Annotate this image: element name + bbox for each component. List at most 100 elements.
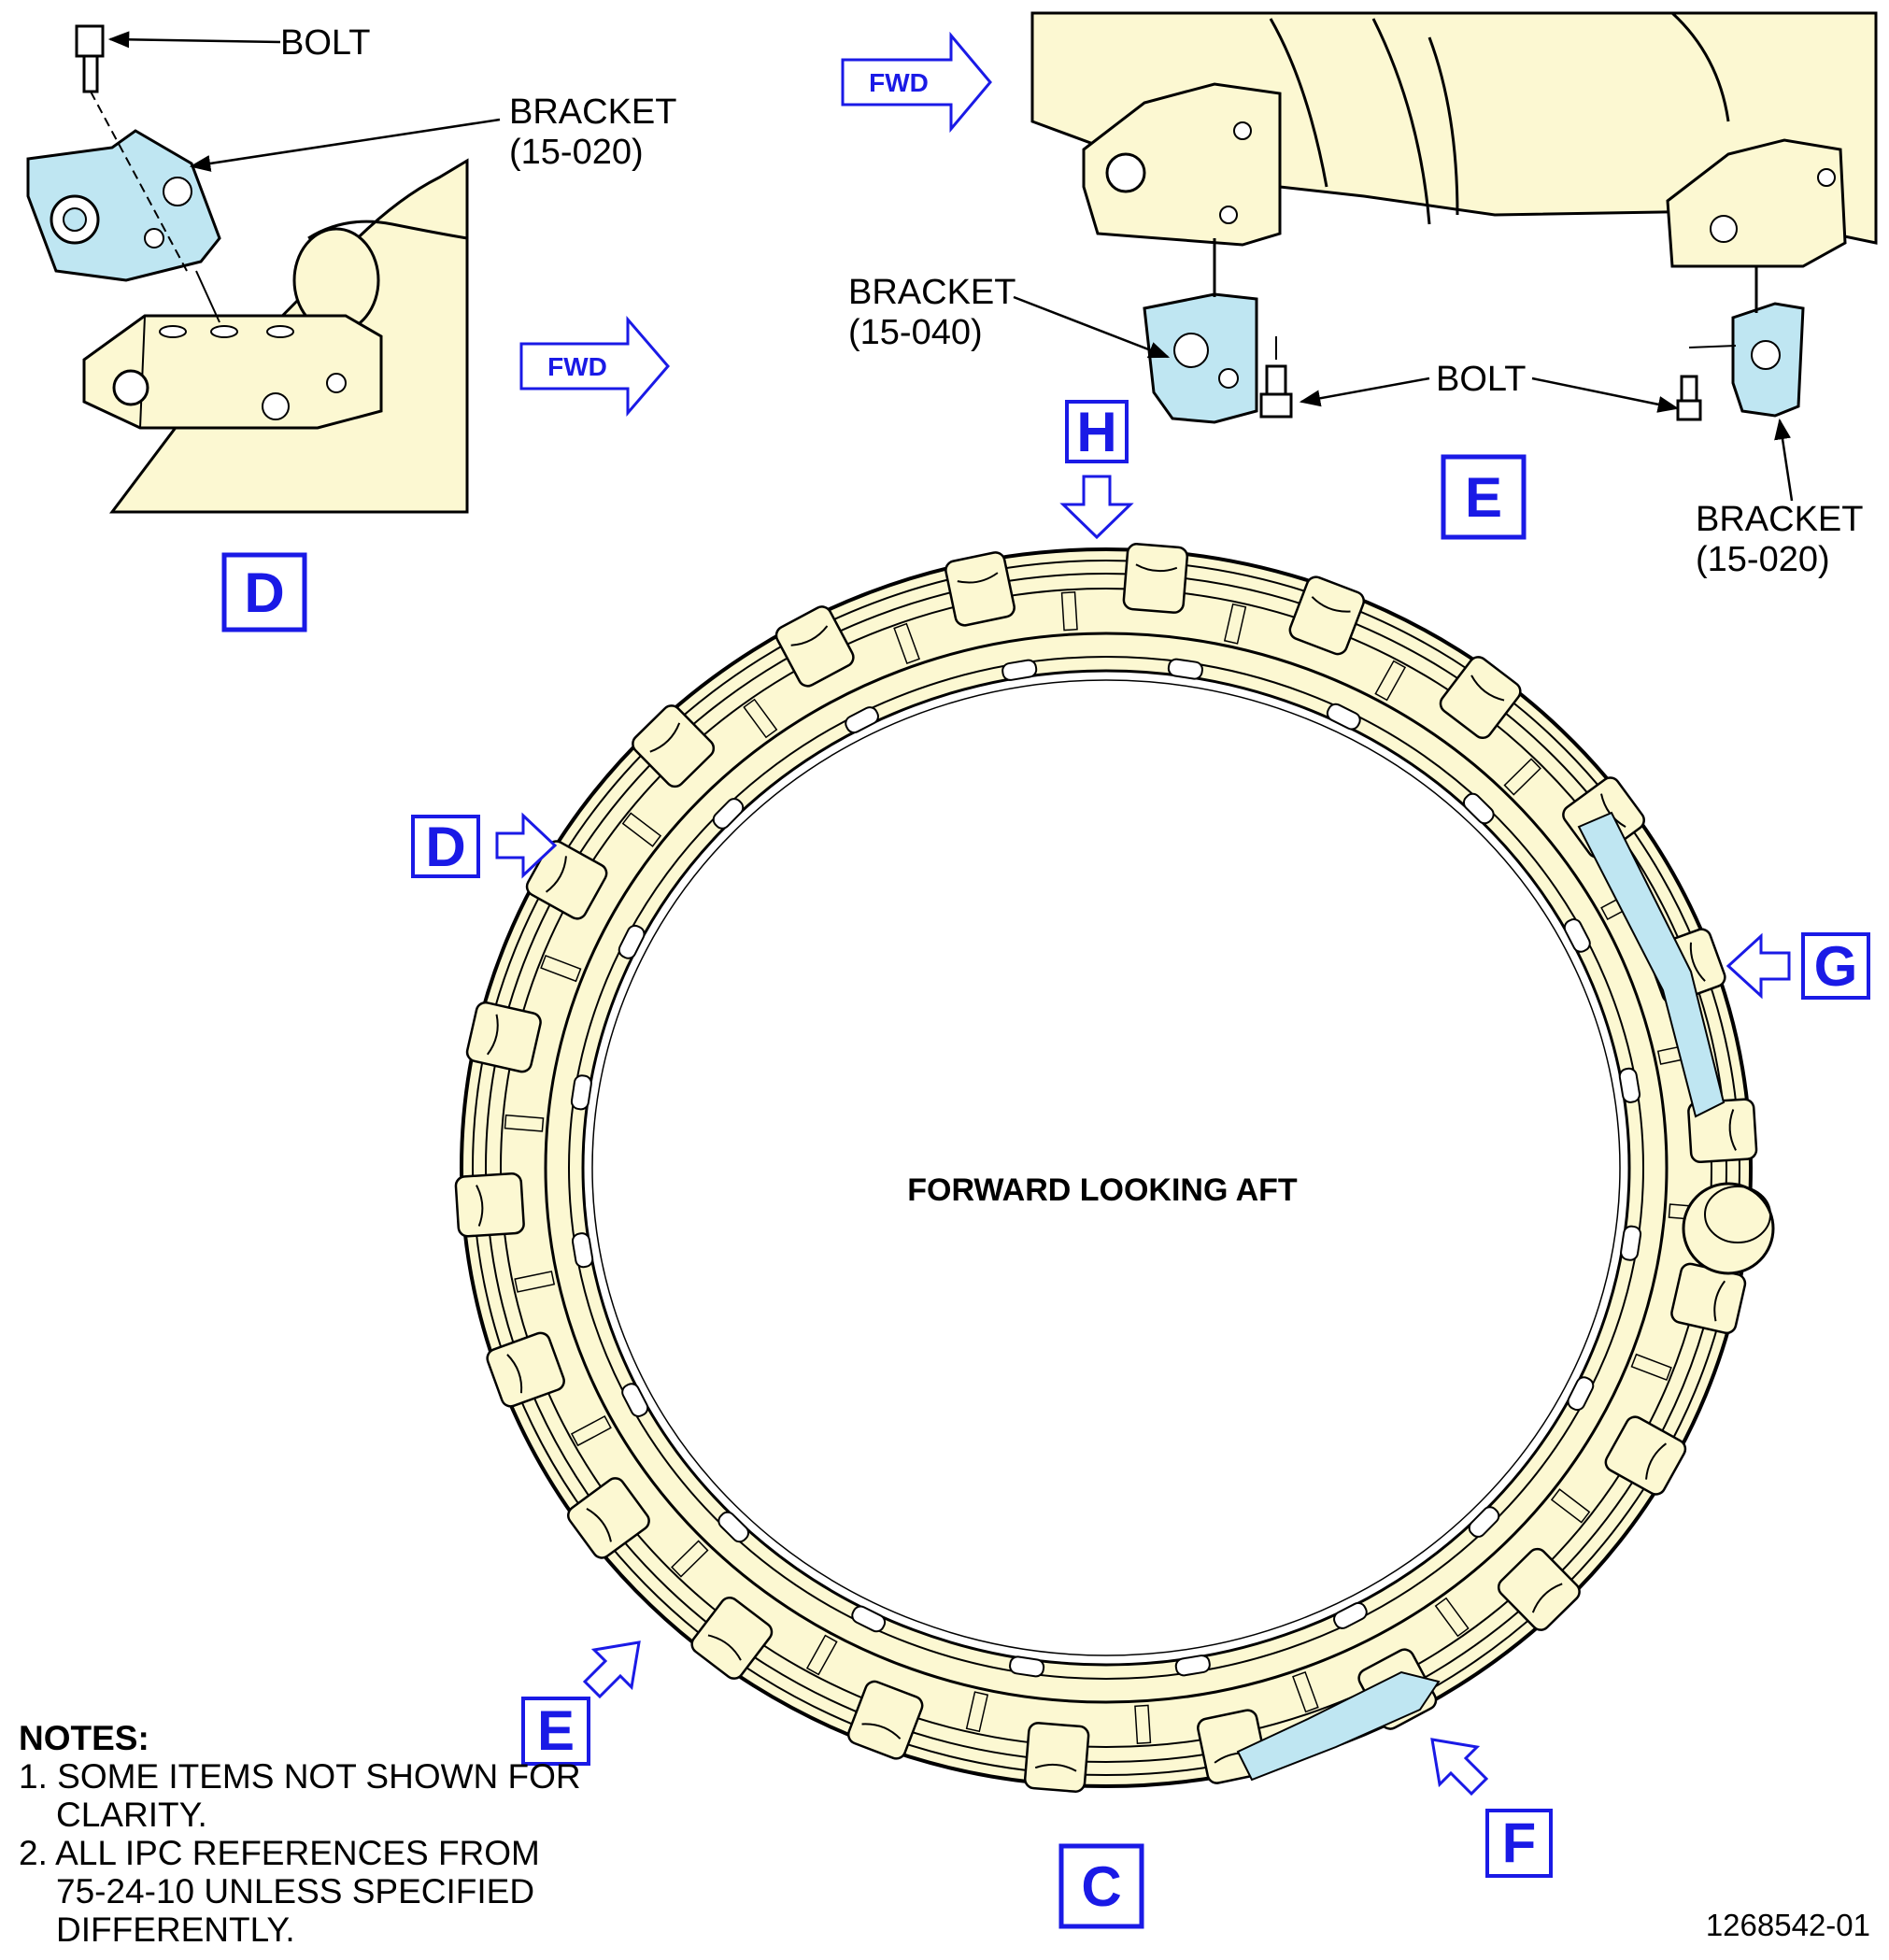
fwd-label-2: FWD	[869, 68, 929, 97]
inner-slot	[1462, 792, 1495, 825]
view-letter-f: F	[1502, 1811, 1537, 1874]
inner-slot	[1567, 1376, 1595, 1412]
label-bracket-e2-ref: (15-020)	[1696, 540, 1830, 579]
bolt-strip	[1550, 1488, 1591, 1524]
arrow-d	[495, 812, 558, 879]
clamp-block	[1288, 575, 1366, 656]
clamp-block	[1439, 656, 1522, 740]
clamp-block	[1122, 543, 1189, 614]
leader-bolt-e-right	[1531, 376, 1680, 413]
clamp-block	[944, 551, 1016, 627]
bolt-strip	[965, 1691, 989, 1733]
fwd-arrow-2: FWD	[841, 31, 992, 134]
view-letter-h: H	[1076, 401, 1116, 463]
clamp-block	[1670, 1262, 1747, 1335]
fwd-label-1: FWD	[547, 352, 607, 381]
inner-slot	[1001, 659, 1038, 681]
inner-slot	[845, 706, 879, 734]
view-letter-detail-e: E	[1465, 466, 1502, 529]
inner-slot	[1009, 1655, 1045, 1678]
fwd-arrow-1: FWD	[519, 315, 670, 418]
label-bracket-e1-ref: (15-040)	[848, 313, 983, 352]
clamp-block	[1023, 1722, 1090, 1793]
view-callout-e: E	[521, 1640, 641, 1766]
label-bracket-e2-name: BRACKET	[1696, 500, 1863, 539]
bolt-strip	[1503, 758, 1541, 796]
inner-slot	[1174, 1655, 1211, 1677]
note-item-2: 2. ALL IPC REFERENCES FROM 75-24-10 UNLE…	[19, 1834, 540, 1949]
leader-bracket-d	[189, 118, 501, 172]
clamp-block	[632, 704, 716, 788]
clamp-block	[567, 1477, 650, 1559]
bolt-strip	[805, 1634, 838, 1676]
figure-id: 1268542-01	[1705, 1908, 1870, 1942]
bolt-strip	[1060, 591, 1078, 632]
arrow-g	[1726, 932, 1791, 1000]
inner-slot	[1468, 1506, 1500, 1538]
clamp-block	[690, 1596, 774, 1680]
arrow-h	[1059, 475, 1134, 540]
view-callout-g: G	[1726, 932, 1870, 1000]
view-letter-detail-d: D	[244, 561, 284, 624]
inner-slot	[1326, 703, 1361, 731]
bolt-strip	[570, 1414, 612, 1447]
inner-slot	[570, 1074, 592, 1111]
note-item-1: 1. SOME ITEMS NOT SHOWN FOR CLARITY.	[19, 1757, 581, 1834]
bolt-strip	[1292, 1670, 1319, 1713]
label-bracket-d-name: BRACKET	[509, 92, 676, 132]
label-bolt-e: BOLT	[1436, 360, 1526, 399]
tube-end	[1682, 1182, 1775, 1275]
view-callout-h: H	[1059, 400, 1134, 540]
view-letter-e: E	[537, 1699, 575, 1762]
label-bracket-d-ref: (15-020)	[509, 133, 644, 172]
bolt-strip	[671, 1540, 709, 1578]
view-letter-c: C	[1081, 1855, 1121, 1918]
bolt-strip	[621, 812, 662, 847]
inner-slot	[717, 1511, 750, 1543]
inner-slot	[1167, 658, 1203, 680]
bracket-cluster-f	[1236, 1670, 1441, 1782]
leader-bolt-d	[107, 31, 281, 49]
clamp-block	[525, 840, 608, 920]
inner-slot	[571, 1232, 594, 1269]
view-letter-box-detail-e: E	[1441, 454, 1527, 540]
view-callout-f: F	[1430, 1738, 1553, 1878]
clamp-block	[846, 1680, 924, 1760]
inner-slot	[851, 1605, 887, 1633]
bolt-strip	[504, 1114, 545, 1132]
bolt-strip	[1630, 1353, 1672, 1382]
detail-d-view	[26, 24, 469, 514]
clamp-block	[774, 605, 855, 688]
view-callout-d: D	[411, 812, 558, 879]
bolt-strip	[743, 698, 778, 739]
inner-slot	[1563, 918, 1591, 953]
clamp-block	[454, 1172, 525, 1238]
bolt-strip	[893, 622, 920, 665]
arrow-f	[1430, 1738, 1489, 1797]
clamp-block	[465, 1001, 542, 1073]
leader-bracket-e2	[1774, 418, 1794, 502]
center-title: FORWARD LOOKING AFT	[907, 1172, 1298, 1208]
clamp-block	[1497, 1547, 1581, 1631]
view-callout-c: C	[1058, 1843, 1144, 1929]
inner-slot	[1620, 1225, 1642, 1261]
bolt-strip	[540, 954, 582, 983]
bolt-strip	[1223, 603, 1247, 645]
notes-block: NOTES: 1. SOME ITEMS NOT SHOWN FOR CLARI…	[19, 1719, 598, 1949]
ring-slots	[570, 658, 1642, 1678]
view-letter-d: D	[425, 816, 465, 878]
engine-ring	[454, 543, 1775, 1793]
arrow-e	[582, 1640, 641, 1699]
bolt-strip	[514, 1271, 556, 1293]
view-letter-box-detail-d: D	[221, 552, 307, 632]
inner-slot	[618, 924, 646, 959]
detail-e-view	[1030, 11, 1878, 424]
inner-slot	[1333, 1601, 1368, 1629]
notes-header: NOTES:	[19, 1719, 149, 1757]
leader-bracket-e1	[1013, 295, 1171, 359]
inner-slot	[1618, 1067, 1641, 1103]
bolt-strip	[1434, 1597, 1470, 1638]
label-bolt-d: BOLT	[280, 23, 370, 63]
bolt-strip	[1374, 660, 1407, 702]
